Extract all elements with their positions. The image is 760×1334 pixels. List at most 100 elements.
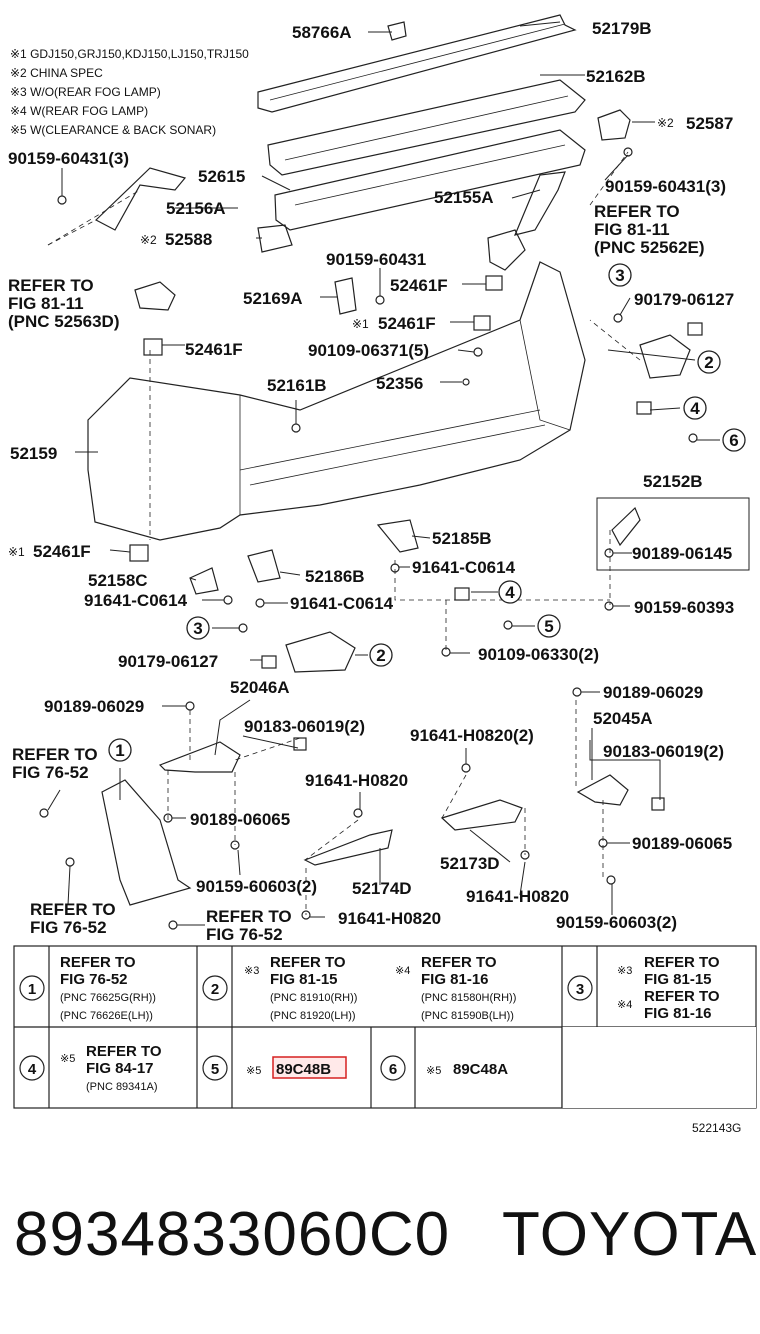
circle-6: 6 [729,431,738,450]
legend-r1c3b-mark: ※4 [617,999,632,1011]
legend-r1c2a-l2: FIG 81-15 [270,971,338,988]
label-91641-c0614-b: 91641-C0614 [84,591,188,610]
label-58766a: 58766A [292,23,352,42]
label-refer-81-11-a-2: FIG 81-11 [594,220,670,239]
legend-r1c3b-l2: FIG 81-16 [644,1005,712,1022]
label-91641-c0614-a: 91641-C0614 [412,558,516,577]
label-91641-h0820-b: 91641-H0820 [466,887,569,906]
label-90189-06029-left: 90189-06029 [44,697,144,716]
rail-52179b-shape [257,14,577,113]
legend-r1c2b-l4: (PNC 81590B(LH)) [421,1010,514,1022]
label-52046a: 52046A [230,678,290,697]
highlight-box [272,1056,347,1079]
footnotes: ※1 GDJ150,GRJ150,KDJ150,LJ150,TRJ150 ※2 … [10,47,249,137]
legend-num-6: 6 [389,1061,397,1078]
circle-5: 5 [544,617,553,636]
label-91641-h0820-a: 91641-H0820 [305,771,408,790]
legend-r1c3a-mark: ※3 [617,965,632,977]
label-90189-06029-right: 90189-06029 [603,683,703,702]
nut-90183-b [651,797,665,811]
bracket-52046a-shape [158,741,241,773]
bracket-52563d-shape [134,281,176,311]
note-1: ※1 GDJ150,GRJ150,KDJ150,LJ150,TRJ150 [10,47,249,61]
label-refer-81-11-b-2: FIG 81-11 [8,294,84,313]
legend-r2c2-value: 89C48B [276,1061,331,1078]
label-52158c: 52158C [88,571,148,590]
label-90189-06065-right: 90189-06065 [632,834,732,853]
legend-r2c2-mark: ※5 [246,1065,261,1077]
label-52162b: 52162B [586,67,646,86]
legend-num-4: 4 [28,1061,37,1078]
label-52152b: 52152B [643,472,703,491]
label-52174d: 52174D [352,879,412,898]
circle-4-lower: 4 [505,583,515,602]
label-52615: 52615 [198,167,245,186]
clip-circle4-right [636,401,652,415]
label-52461f-b-mark: ※1 [352,317,369,331]
label-52461f-d-mark: ※1 [8,545,25,559]
label-refer-76-52-b-1: REFER TO [30,900,116,919]
label-90189-06145: 90189-06145 [632,544,732,563]
reinforcement-52162b-shape [267,79,586,176]
label-90159-60431: 90159-60431 [326,250,426,269]
figure-code: 522143G [692,1121,741,1135]
legend-r1c1-l2: FIG 76-52 [60,971,128,988]
label-52588: 52588 [165,230,212,249]
nut-90179-lower [261,655,277,669]
fastener-dots [39,147,698,930]
legend-r1c2a-l3: (PNC 81910(RH)) [270,992,357,1004]
circle-1: 1 [115,741,124,760]
label-52173d: 52173D [440,854,500,873]
label-refer-76-52-a-1: REFER TO [12,745,98,764]
label-refer-76-52-c-2: FIG 76-52 [206,925,283,944]
clip-58766a-shape [387,21,407,41]
part-info-footer: 8934833060C0 TOYOTA [14,1190,756,1280]
label-52156a: 52156A [166,199,226,218]
legend-r1c2b-l1: REFER TO [421,954,497,971]
bracket-52173d-shape [440,799,523,831]
bracket-52155a-shape [513,171,566,236]
nut-90179-right [687,322,703,336]
legend-r1c2b-l2: FIG 81-16 [421,971,489,988]
bracket-52045a-shape [576,774,629,806]
fog-lamp-right-shape [639,334,691,379]
bumper-cover-52159-shape [87,261,586,541]
label-refer-81-11-a-3: (PNC 52562E) [594,238,705,257]
label-52461f-a: 52461F [390,276,448,295]
label-91641-c0614-c: 91641-C0614 [290,594,394,613]
piece-52588-shape [257,224,293,253]
legend-num-5: 5 [211,1061,219,1078]
box-52152b [596,497,750,571]
label-90179-06127-right: 90179-06127 [634,290,734,309]
label-52161b: 52161B [267,376,327,395]
label-52587: 52587 [686,114,733,133]
legend-num-3: 3 [576,981,584,998]
bracket-52562e-shape [487,229,526,271]
label-90159-60431-3-left: 90159-60431(3) [8,149,129,168]
legend-num-2: 2 [211,981,219,998]
part-number: 8934833060C0 [14,1200,451,1269]
label-90159-60393: 90159-60393 [634,598,734,617]
legend-r2c1-l1: REFER TO [86,1043,162,1060]
label-52045a: 52045A [593,709,653,728]
label-52185b: 52185B [432,529,492,548]
label-91641-h0820-c: 91641-H0820 [338,909,441,928]
label-refer-76-52-c-1: REFER TO [206,907,292,926]
legend-r1c2a-l1: REFER TO [270,954,346,971]
label-52169a: 52169A [243,289,303,308]
part-drawings [39,14,750,930]
label-90109-06330-2: 90109-06330(2) [478,645,599,664]
leader-lines [47,21,720,926]
label-52588-mark: ※2 [140,233,157,247]
label-52159: 52159 [10,444,57,463]
legend-r1c2b-l3: (PNC 81580H(RH)) [421,992,516,1004]
bracket-52587-shape [597,109,631,141]
legend-r2c1-l3: (PNC 89341A) [86,1081,158,1093]
label-90159-60431-3-right: 90159-60431(3) [605,177,726,196]
bracket-52185b-shape [376,519,419,553]
label-90183-06019-2-a: 90183-06019(2) [244,717,365,736]
circle-markers [108,263,746,762]
callout-labels: 58766A 52179B 52162B ※2 52587 90159-6043… [8,19,734,944]
legend-r1c3a-l1: REFER TO [644,954,720,971]
label-refer-81-11-a-1: REFER TO [594,202,680,221]
